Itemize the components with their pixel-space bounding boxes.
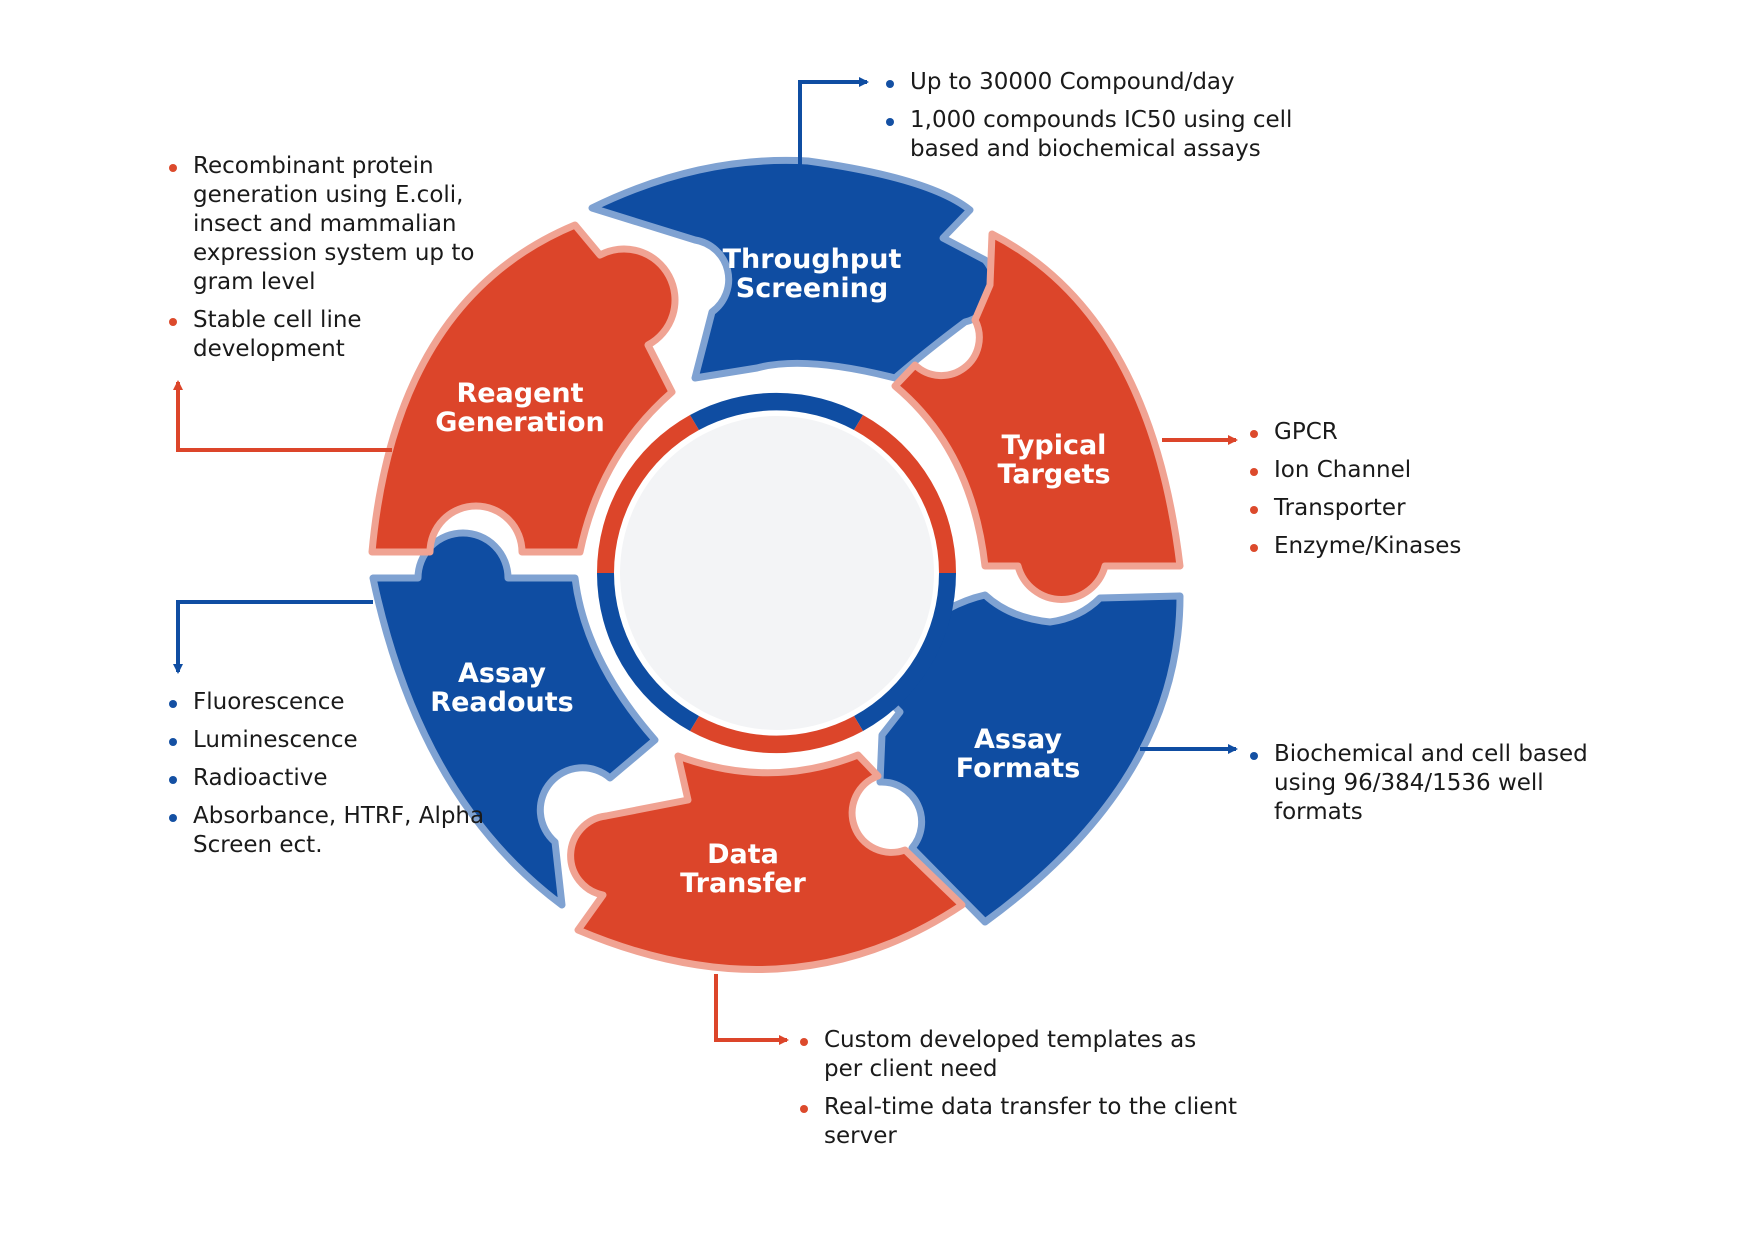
formats-notes: Biochemical and cell based using 96/384/… [1250, 740, 1600, 836]
note-item: Fluorescence [169, 688, 489, 717]
note-text: Up to 30000 Compound/day [910, 69, 1235, 95]
bullet-dot-icon [1250, 468, 1258, 476]
note-text: Luminescence [193, 727, 358, 753]
bullet-dot-icon [169, 814, 177, 822]
bullet-dot-icon [169, 776, 177, 784]
bullet-dot-icon [886, 118, 894, 126]
note-text: Ion Channel [1274, 457, 1412, 483]
bullet-dot-icon [169, 164, 177, 172]
note-item: Real-time data transfer to the client se… [800, 1093, 1240, 1151]
note-item: Luminescence [169, 726, 489, 755]
note-text: Enzyme/Kinases [1274, 533, 1462, 559]
note-item: Radioactive [169, 764, 489, 793]
segment-assay-readouts: Assay Readouts [369, 529, 659, 909]
segment-assay-formats: Assay Formats [874, 591, 1184, 926]
bullet-dot-icon [1250, 506, 1258, 514]
note-item: Stable cell line development [169, 306, 489, 364]
note-item: GPCR [1250, 418, 1580, 447]
note-text: 1,000 compounds IC50 using cell based an… [910, 107, 1293, 162]
note-item: Absorbance, HTRF, Alpha Screen ect. [169, 802, 489, 860]
note-text: GPCR [1274, 419, 1338, 445]
note-text: Custom developed templates as per client… [824, 1027, 1197, 1082]
segment-transfer-label: Data [707, 839, 779, 870]
segment-data-transfer: Data Transfer [567, 751, 966, 973]
segment-reagent-label-2: Generation [435, 407, 604, 438]
segment-reagent-label: Reagent [456, 378, 583, 409]
segment-formats-label: Assay [974, 724, 1062, 755]
segment-reagent-generation: Reagent Generation [368, 221, 679, 556]
transfer-notes: Custom developed templates as per client… [800, 1026, 1240, 1160]
segment-targets-label: Typical [1002, 430, 1107, 461]
note-item: Recombinant protein generation using E.c… [169, 152, 489, 297]
center-disc [620, 416, 934, 730]
note-text: Radioactive [193, 765, 328, 791]
bullet-dot-icon [886, 80, 894, 88]
bullet-dot-icon [800, 1038, 808, 1046]
note-text: Recombinant protein generation using E.c… [193, 153, 475, 295]
throughput-notes: Up to 30000 Compound/day 1,000 compounds … [886, 68, 1316, 173]
note-item: Biochemical and cell based using 96/384/… [1250, 740, 1600, 827]
segment-targets-label-2: Targets [997, 459, 1110, 490]
bullet-dot-icon [800, 1105, 808, 1113]
note-item: Enzyme/Kinases [1250, 532, 1580, 561]
bullet-dot-icon [1250, 752, 1258, 760]
note-text: Biochemical and cell based using 96/384/… [1274, 741, 1588, 825]
note-text: Absorbance, HTRF, Alpha Screen ect. [193, 803, 485, 858]
note-item: Custom developed templates as per client… [800, 1026, 1240, 1084]
segment-throughput-label: Throughput [723, 244, 902, 275]
segment-typical-targets: Typical Targets [891, 230, 1184, 603]
note-item: Ion Channel [1250, 456, 1580, 485]
bullet-dot-icon [169, 738, 177, 746]
segment-readouts-label-2: Readouts [430, 687, 573, 718]
connector-reagent-arrow [173, 380, 392, 452]
note-text: Real-time data transfer to the client se… [824, 1094, 1238, 1149]
note-item: Transporter [1250, 494, 1580, 523]
reagent-notes: Recombinant protein generation using E.c… [169, 152, 489, 373]
bullet-dot-icon [169, 318, 177, 326]
bullet-dot-icon [1250, 544, 1258, 552]
segment-formats-label-2: Formats [956, 753, 1081, 784]
bullet-dot-icon [1250, 430, 1258, 438]
note-text: Fluorescence [193, 689, 345, 715]
note-item: Up to 30000 Compound/day [886, 68, 1316, 97]
segment-readouts-label: Assay [458, 658, 546, 689]
connector-readouts-arrow [173, 600, 373, 674]
segment-throughput-label-2: Screening [736, 273, 888, 304]
note-item: 1,000 compounds IC50 using cell based an… [886, 106, 1316, 164]
inner-ring [596, 392, 957, 754]
connector-throughput-arrow [798, 77, 869, 170]
bullet-dot-icon [169, 700, 177, 708]
note-text: Stable cell line development [193, 307, 362, 362]
note-text: Transporter [1274, 495, 1406, 521]
connector-transfer-arrow [714, 974, 789, 1045]
segment-transfer-label-2: Transfer [680, 868, 806, 899]
